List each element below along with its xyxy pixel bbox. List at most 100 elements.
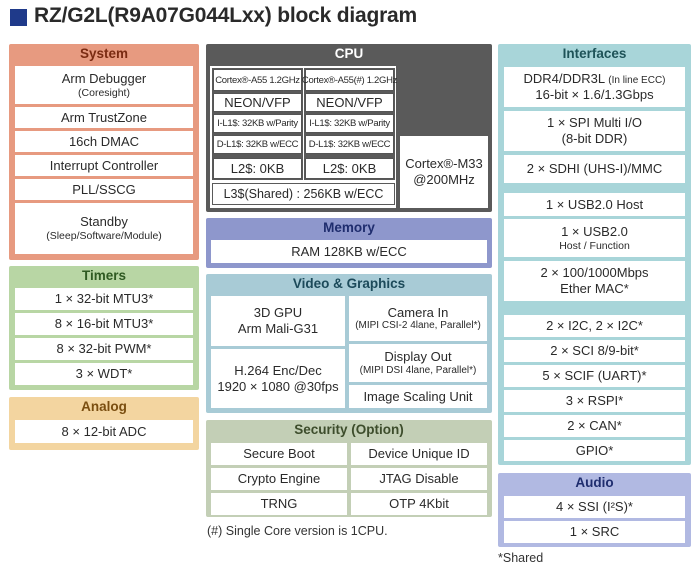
interfaces-item-usb: 1 × USB2.0 Host / Function <box>504 219 685 257</box>
system-title: System <box>79 46 129 61</box>
system-item-label: Standby <box>80 214 128 230</box>
system-item-dmac: 16ch DMAC <box>15 131 193 152</box>
interfaces-title: Interfaces <box>562 46 627 61</box>
ddr-label: DDR4/DDR3L <box>523 71 605 87</box>
interfaces-item-spi: 1 × SPI Multi I/O (8-bit DDR) <box>504 111 685 151</box>
ddr-line: DDR4/DDR3L (In line ECC) <box>523 71 665 87</box>
interfaces-item-ether: 2 × 100/1000Mbps Ether MAC* <box>504 261 685 301</box>
interfaces-item-rspi: 3 × RSPI* <box>504 390 685 412</box>
interfaces-item-sci: 2 × SCI 8/9-bit* <box>504 340 685 362</box>
page-title: RZ/G2L(R9A07G044Lxx) block diagram <box>34 4 417 27</box>
system-item-arm-debugger: Arm Debugger (Coresight) <box>15 66 193 104</box>
core-neon: NEON/VFP <box>213 93 302 112</box>
ether-sub: Ether MAC* <box>560 281 629 296</box>
interfaces-item-sdhi: 2 × SDHI (UHS-I)/MMC <box>504 155 685 183</box>
ether-label: 2 × 100/1000Mbps <box>540 265 649 281</box>
audio-title: Audio <box>575 475 614 490</box>
system-item-sub: (Coresight) <box>78 86 130 99</box>
system-item-label: Arm TrustZone <box>61 109 147 125</box>
system-item-sub: (Sleep/Software/Module) <box>46 230 162 242</box>
system-item-label: Interrupt Controller <box>49 157 159 173</box>
ddr-suffix: (In line ECC) <box>608 75 666 87</box>
a55-core-1: Cortex®-A55 1.2GHz NEON/VFP I-L1$: 32KB … <box>212 68 303 180</box>
title-marker <box>10 9 27 26</box>
security-item: JTAG Disable <box>351 468 487 490</box>
m33-name: Cortex®-M33 <box>405 156 483 172</box>
timers-item: 8 × 32-bit PWM* <box>15 338 193 360</box>
interfaces-item-can: 2 × CAN* <box>504 415 685 437</box>
core-l2: L2$: 0KB <box>305 158 394 179</box>
video-display-out: Display Out (MIPI DSI 4lane, Parallel*) <box>349 344 487 382</box>
cpu-title: CPU <box>334 46 364 61</box>
gpu-line2: Arm Mali-G31 <box>237 321 319 336</box>
codec-line2: 1920 × 1080 @30fps <box>217 378 339 394</box>
video-camera-in: Camera In (MIPI CSI-2 4lane, Parallel*) <box>349 296 487 341</box>
cortex-m33: Cortex®-M33 @200MHz <box>400 136 488 208</box>
system-item-label: 16ch DMAC <box>68 133 140 149</box>
video-panel: Video & Graphics 3D GPU Arm Mali-G31 Cam… <box>206 274 492 413</box>
analog-panel: Analog 8 × 12-bit ADC <box>9 397 199 450</box>
memory-title: Memory <box>323 220 375 235</box>
display-label: Display Out <box>384 349 452 365</box>
core-name: Cortex®-A55 1.2GHz <box>213 69 302 91</box>
usb-sub: Host / Function <box>559 239 630 252</box>
core-il1: I-L1$: 32KB w/Parity <box>213 114 302 133</box>
camera-label: Camera In <box>387 304 449 320</box>
spi-sub: (8-bit DDR) <box>561 131 628 146</box>
system-item-trustzone: Arm TrustZone <box>15 107 193 128</box>
core-dl1: D-L1$: 32KB w/ECC <box>305 135 394 154</box>
usb-label: 1 × USB2.0 <box>561 223 628 239</box>
system-item-label: PLL/SSCG <box>72 181 136 197</box>
security-panel: Security (Option) Secure Boot Device Uni… <box>206 420 492 517</box>
display-sub: (MIPI DSI 4lane, Parallel*) <box>359 364 477 376</box>
system-panel: System Arm Debugger (Coresight) Arm Trus… <box>9 44 199 260</box>
a55-core-2: Cortex®-A55(#) 1.2GHz NEON/VFP I-L1$: 32… <box>302 68 397 180</box>
interfaces-panel: Interfaces DDR4/DDR3L (In line ECC) 16-b… <box>498 44 691 465</box>
security-title: Security (Option) <box>294 422 404 437</box>
interfaces-item-ddr: DDR4/DDR3L (In line ECC) 16-bit × 1.6/1.… <box>504 67 685 107</box>
system-item-pll: PLL/SSCG <box>15 179 193 200</box>
video-image-scaling: Image Scaling Unit <box>349 385 487 408</box>
interfaces-item-scif: 5 × SCIF (UART)* <box>504 365 685 387</box>
timers-item: 3 × WDT* <box>15 363 193 385</box>
camera-sub: (MIPI CSI-2 4lane, Parallel*) <box>355 320 481 332</box>
codec-line1: H.264 Enc/Dec <box>234 362 322 378</box>
audio-item: 1 × SRC <box>504 521 685 543</box>
interfaces-item-i2c: 2 × I2C, 2 × I2C* <box>504 315 685 337</box>
m33-freq: @200MHz <box>413 172 475 187</box>
ddr-sub: 16-bit × 1.6/1.3Gbps <box>535 87 654 103</box>
timers-title: Timers <box>81 268 127 283</box>
core-il1: I-L1$: 32KB w/Parity <box>305 114 394 133</box>
shared-note: *Shared <box>498 551 544 565</box>
system-item-standby: Standby (Sleep/Software/Module) <box>15 203 193 254</box>
spi-label: 1 × SPI Multi I/O <box>546 115 642 131</box>
video-title: Video & Graphics <box>292 276 406 291</box>
timers-item: 1 × 32-bit MTU3* <box>15 288 193 310</box>
audio-item: 4 × SSI (I²S)* <box>504 496 685 518</box>
core-l2: L2$: 0KB <box>213 158 302 179</box>
security-item: TRNG <box>211 493 347 515</box>
memory-item: RAM 128KB w/ECC <box>211 240 487 263</box>
audio-panel: Audio 4 × SSI (I²S)* 1 × SRC <box>498 473 691 547</box>
system-item-label: Arm Debugger <box>61 70 147 86</box>
timers-panel: Timers 1 × 32-bit MTU3* 8 × 16-bit MTU3*… <box>9 266 199 390</box>
cpu-panel: CPU Cortex®-A55 1.2GHz NEON/VFP I-L1$: 3… <box>206 44 492 212</box>
core-dl1: D-L1$: 32KB w/ECC <box>213 135 302 154</box>
system-item-interrupt-controller: Interrupt Controller <box>15 155 193 176</box>
video-codec: H.264 Enc/Dec 1920 × 1080 @30fps <box>211 349 345 408</box>
interfaces-item-usb-host: 1 × USB2.0 Host <box>504 193 685 216</box>
analog-title: Analog <box>81 399 127 414</box>
video-gpu: 3D GPU Arm Mali-G31 <box>211 296 345 346</box>
security-item: Secure Boot <box>211 443 347 465</box>
security-item: OTP 4Kbit <box>351 493 487 515</box>
gpu-line1: 3D GPU <box>253 305 303 321</box>
single-core-note: (#) Single Core version is 1CPU. <box>207 524 388 538</box>
interfaces-item-gpio: GPIO* <box>504 440 685 461</box>
security-item: Device Unique ID <box>351 443 487 465</box>
security-item: Crypto Engine <box>211 468 347 490</box>
l3-cache: L3$(Shared) : 256KB w/ECC <box>212 183 395 205</box>
memory-panel: Memory RAM 128KB w/ECC <box>206 218 492 268</box>
core-neon: NEON/VFP <box>305 93 394 112</box>
timers-item: 8 × 16-bit MTU3* <box>15 313 193 335</box>
core-name: Cortex®-A55(#) 1.2GHz <box>302 69 397 91</box>
